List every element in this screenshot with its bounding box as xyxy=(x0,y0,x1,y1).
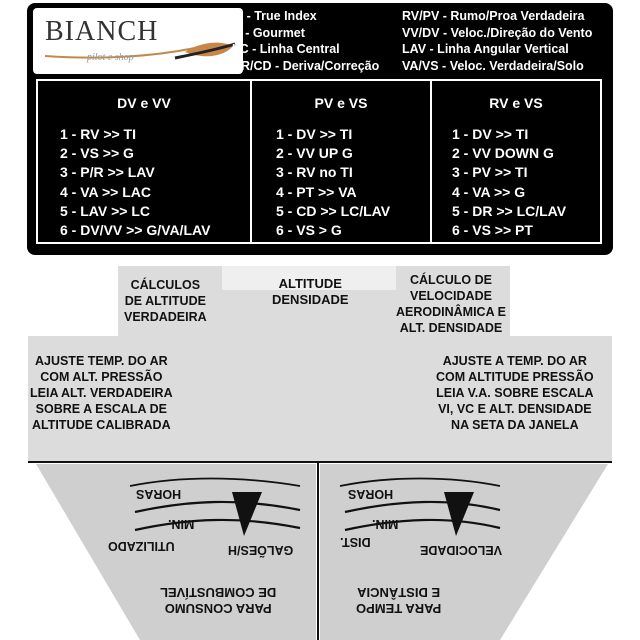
step: 1 - RV >> TI xyxy=(60,126,136,142)
column-title: DV e VV xyxy=(117,95,171,111)
legend-item: RV/PV - Rumo/Proa Verdadeira xyxy=(402,9,585,23)
time-speed-label: VELOCIDADE xyxy=(420,543,502,557)
legend-item: VA/VS - Veloc. Verdadeira/Solo xyxy=(402,58,584,73)
step: 5 - DR >> LC/LAV xyxy=(452,202,567,219)
step: 4 - VA >> G xyxy=(452,183,526,200)
legend-left: TI - True Index G - Gourmet LC - Linha C… xyxy=(232,8,379,74)
time-plate xyxy=(320,464,608,640)
instruction-card: BIANCH pilot e shop TI - True Index G - … xyxy=(27,3,613,255)
step: 5 - LAV >> LC xyxy=(60,202,150,219)
legend-item: LAV - Linha Angular Vertical xyxy=(402,42,569,56)
time-caption: PARA TEMPO E DISTÂNCIA xyxy=(356,585,442,616)
legend-item: G - Gourmet xyxy=(232,25,305,40)
step: 3 - P/R >> LAV xyxy=(60,164,155,181)
adjust-right-label: AJUSTE A TEMP. DO AR COM ALTITUDE PRESSÃ… xyxy=(436,354,594,432)
time-horas-label: HORAS xyxy=(348,487,394,501)
fuel-horas-label: HORAS xyxy=(136,487,182,501)
logo: BIANCH pilot e shop xyxy=(33,8,243,74)
upper-plate xyxy=(28,266,612,462)
legend-item: TI - True Index xyxy=(232,9,317,23)
fuel-caption: PARA CONSUMO DE COMBUSTÍVEL xyxy=(160,585,277,616)
fuel-rate-label: GALÕES/H xyxy=(228,543,294,557)
legend-item: VV/DV - Veloc./Direção do Vento xyxy=(402,25,593,40)
step: 6 - VS > G xyxy=(276,222,342,239)
step: 5 - CD >> LC/LAV xyxy=(276,202,391,219)
time-dist-label: DIST. xyxy=(340,535,371,549)
column-title: PV e VS xyxy=(314,95,368,111)
column-title: RV e VS xyxy=(489,95,543,111)
step: 3 - PV >> TI xyxy=(452,164,528,181)
step: 2 - VS >> G xyxy=(60,145,134,162)
column-dv-vv: DV e VV 1 - RV >> TI 2 - VS >> G 3 - P/R… xyxy=(38,81,252,242)
legend-item: DR/CD - Deriva/Correção xyxy=(232,58,380,73)
step: 6 - DV/VV >> G/VA/LAV xyxy=(60,222,211,239)
window-top xyxy=(222,266,396,290)
fuel-min-label: MIN. xyxy=(168,517,195,531)
procedure-table: DV e VV 1 - RV >> TI 2 - VS >> G 3 - P/R… xyxy=(36,79,602,244)
pointer-icon xyxy=(444,492,474,536)
step: 6 - VS >> PT xyxy=(452,222,533,239)
legend-item: LC - Linha Central xyxy=(232,42,340,56)
time-min-label: MIN. xyxy=(372,517,399,531)
step: 3 - RV no TI xyxy=(276,164,353,181)
step: 1 - DV >> TI xyxy=(276,126,353,142)
calc-speed-label: CÁLCULO DE VELOCIDADE AERODINÂMICA E ALT… xyxy=(396,273,506,335)
logo-name: BIANCH xyxy=(45,16,159,47)
scale-arc xyxy=(134,500,301,514)
step: 2 - VV UP G xyxy=(276,145,353,162)
pointer-icon xyxy=(232,492,262,536)
legend-right: RV/PV - Rumo/Proa Verdadeira VV/DV - Vel… xyxy=(402,8,592,74)
fuel-used-label: UTILIZADO xyxy=(108,539,175,553)
scale-arc xyxy=(344,500,501,514)
column-pv-vs: PV e VS 1 - DV >> TI 2 - VV UP G 3 - RV … xyxy=(252,81,432,242)
step: 1 - DV >> TI xyxy=(452,126,529,142)
calc-altitude-label: CÁLCULOS DE ALTITUDE VERDADEIRA xyxy=(124,278,207,324)
column-rv-vs: RV e VS 1 - DV >> TI 2 - VV DOWN G 3 - P… xyxy=(432,81,600,242)
step: 4 - VA >> LAC xyxy=(60,183,152,200)
step: 2 - VV DOWN G xyxy=(452,145,554,162)
scale-arc xyxy=(134,518,301,532)
logo-tagline: pilot e shop xyxy=(87,52,134,63)
adjust-left-label: AJUSTE TEMP. DO AR COM ALT. PRESSÃO LEIA… xyxy=(30,354,173,432)
altitude-density-label: ALTITUDE DENSIDADE xyxy=(272,276,349,307)
scale-arc xyxy=(129,477,301,487)
swoosh-icon xyxy=(44,42,236,60)
scale-arc xyxy=(344,518,501,532)
step: 4 - PT >> VA xyxy=(276,183,357,200)
scale-arc xyxy=(339,477,501,487)
